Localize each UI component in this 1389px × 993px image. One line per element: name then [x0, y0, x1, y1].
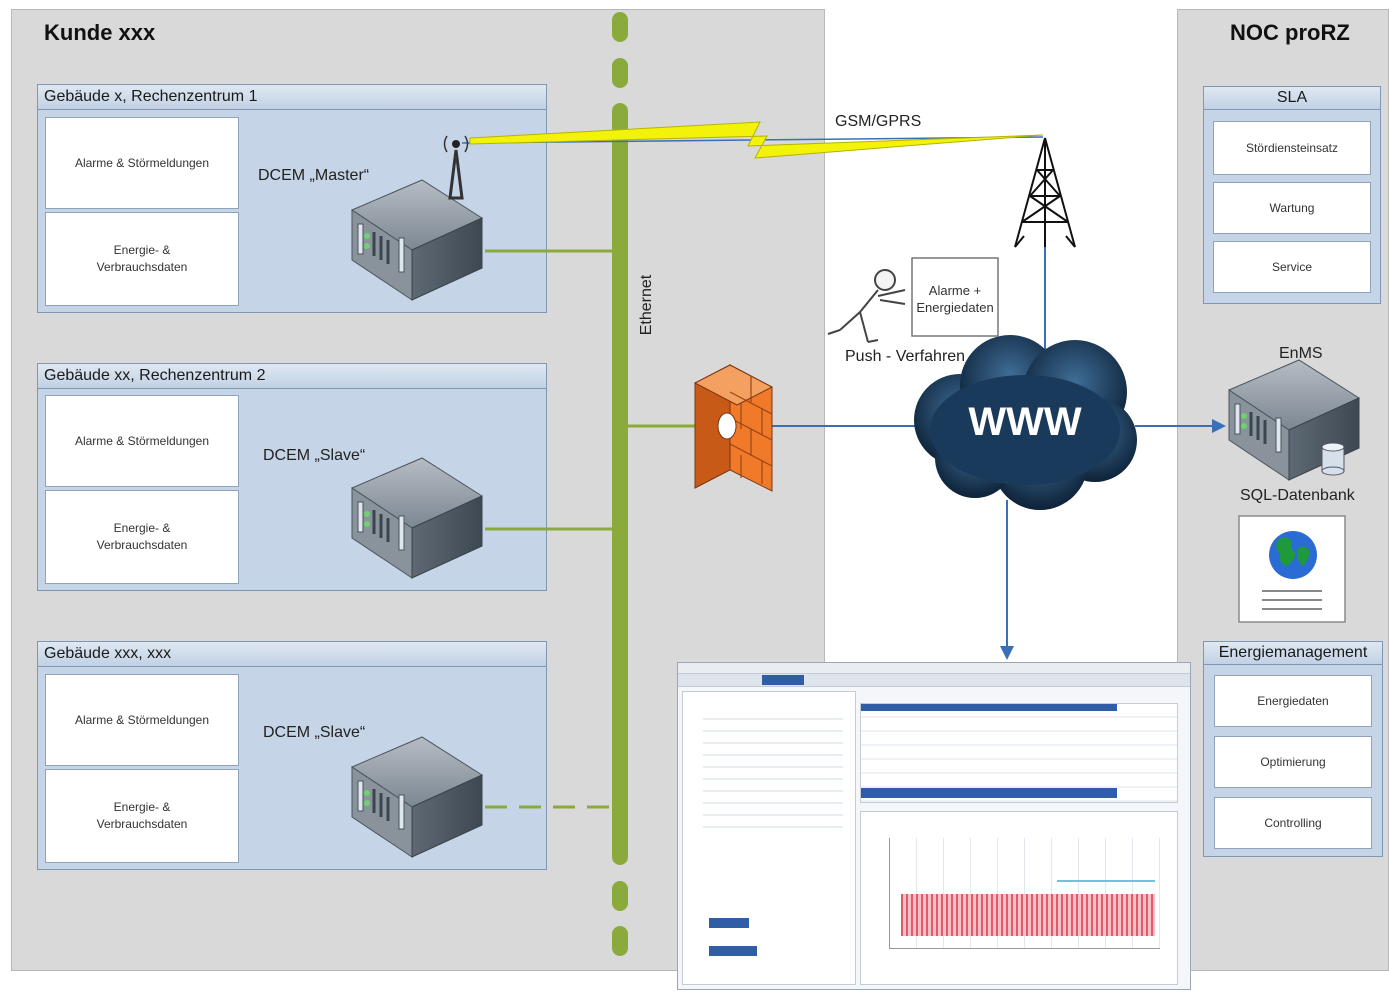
noc-title: NOC proRZ: [1230, 20, 1350, 45]
dcem-slave-1-label: DCEM „Slave“: [263, 447, 366, 464]
sla-item-wartung-label: Wartung: [1269, 201, 1315, 215]
energy-item-optimierung: Optimierung: [1214, 736, 1372, 788]
push-message-box: [911, 257, 999, 337]
building-1-energy-box: Energie- & Verbrauchsdaten: [45, 212, 239, 306]
building-2-energy-label-2: Verbrauchsdaten: [96, 538, 188, 552]
kunde-title: Kunde xxx: [44, 20, 156, 45]
building-1-energy-label-2: Verbrauchsdaten: [96, 260, 188, 274]
building-2-alarm-box: Alarme & Störmeldungen: [45, 395, 239, 487]
building-1-header: Gebäude x, Rechenzentrum 1: [38, 85, 546, 110]
sla-item-service-label: Service: [1271, 260, 1312, 274]
app-screenshot-toolbar: [678, 674, 1190, 687]
dcem-master-label: DCEM „Master“: [258, 167, 370, 184]
building-2-energy-label-1: Energie- &: [113, 521, 171, 535]
app-screenshot-chart-line: [1057, 880, 1155, 882]
energy-item-energiedaten: Energiedaten: [1214, 675, 1372, 727]
dcem-slave-2-label: DCEM „Slave“: [263, 724, 366, 741]
building-1-alarm-box: Alarme & Störmeldungen: [45, 117, 239, 209]
internet-cloud-icon: [914, 335, 1137, 510]
cloud-enms-arrow: [1135, 419, 1226, 433]
building-2-energy-box: Energie- & Verbrauchsdaten: [45, 490, 239, 584]
dcem-slave-2-server-icon: [350, 735, 484, 859]
app-screenshot-menubar: [678, 663, 1190, 674]
app-screenshot-table: [860, 703, 1178, 803]
sla-item-stoerdienst-label: Stördiensteinsatz: [1245, 141, 1339, 155]
building-1-alarm-label: Alarme & Störmeldungen: [74, 155, 210, 170]
gsm-gprs-label: GSM/GPRS: [835, 113, 922, 130]
push-box-text: Alarme + Energiedaten: [912, 282, 998, 316]
cloud-screenshot-arrow: [1000, 500, 1014, 660]
building-3-alarm-box: Alarme & Störmeldungen: [45, 674, 239, 766]
sla-item-wartung: Wartung: [1213, 182, 1371, 234]
app-screenshot-left-pane: [682, 691, 856, 985]
building-2-header: Gebäude xx, Rechenzentrum 2: [38, 364, 546, 389]
app-screenshot-chart-bars: [901, 894, 1155, 936]
sla-header: SLA: [1204, 87, 1380, 110]
antenna-icon: [443, 135, 469, 200]
app-screenshot-button-2: [709, 946, 757, 956]
enms-label: EnMS: [1279, 345, 1323, 362]
app-screenshot-active-tab: [762, 675, 804, 685]
app-screenshot-button-1: [709, 918, 749, 928]
building-3-energy-box: Energie- & Verbrauchsdaten: [45, 769, 239, 863]
building-1-energy-label-1: Energie- &: [113, 243, 171, 257]
building-3-header: Gebäude xxx, xxx: [38, 642, 546, 667]
sla-item-stoerdienst: Stördiensteinsatz: [1213, 121, 1371, 175]
app-screenshot-left-controls: [703, 708, 843, 828]
energy-item-energiedaten-label: Energiedaten: [1257, 694, 1329, 708]
building-3-energy-label-1: Energie- &: [113, 800, 171, 814]
building-3-energy-label-2: Verbrauchsdaten: [96, 817, 188, 831]
dcem-slave-1-server-icon: [350, 456, 484, 580]
ethernet-backbone: [612, 12, 628, 956]
energy-item-controlling: Controlling: [1214, 797, 1372, 849]
energiemanagement-header: Energiemanagement: [1204, 642, 1382, 665]
push-verfahren-label: Push - Verfahren: [845, 348, 966, 365]
database-icon: [1321, 442, 1345, 476]
firewall-icon: [693, 364, 774, 492]
pushing-person-icon: [827, 269, 906, 343]
push-box-line-2: Energiedaten: [916, 300, 994, 315]
building-3-alarm-label: Alarme & Störmeldungen: [74, 712, 210, 727]
app-screenshot-selected-row-1: [861, 704, 1117, 711]
energy-item-controlling-label: Controlling: [1264, 816, 1322, 830]
energy-item-optimierung-label: Optimierung: [1260, 755, 1326, 769]
lightning-bolt-icon: [469, 121, 1044, 159]
web-document-icon: [1238, 515, 1346, 623]
sql-datenbank-label: SQL-Datenbank: [1240, 487, 1355, 504]
www-label: WWW: [968, 400, 1082, 444]
app-screenshot-selected-row-2: [861, 788, 1117, 798]
app-screenshot: [677, 662, 1191, 990]
app-screenshot-chart: [860, 811, 1178, 985]
ethernet-label: Ethernet: [638, 274, 655, 336]
sla-item-service: Service: [1213, 241, 1371, 293]
radio-tower-icon: [1014, 137, 1076, 248]
building-2-alarm-label: Alarme & Störmeldungen: [74, 433, 210, 448]
push-box-line-1: Alarme +: [928, 283, 982, 298]
